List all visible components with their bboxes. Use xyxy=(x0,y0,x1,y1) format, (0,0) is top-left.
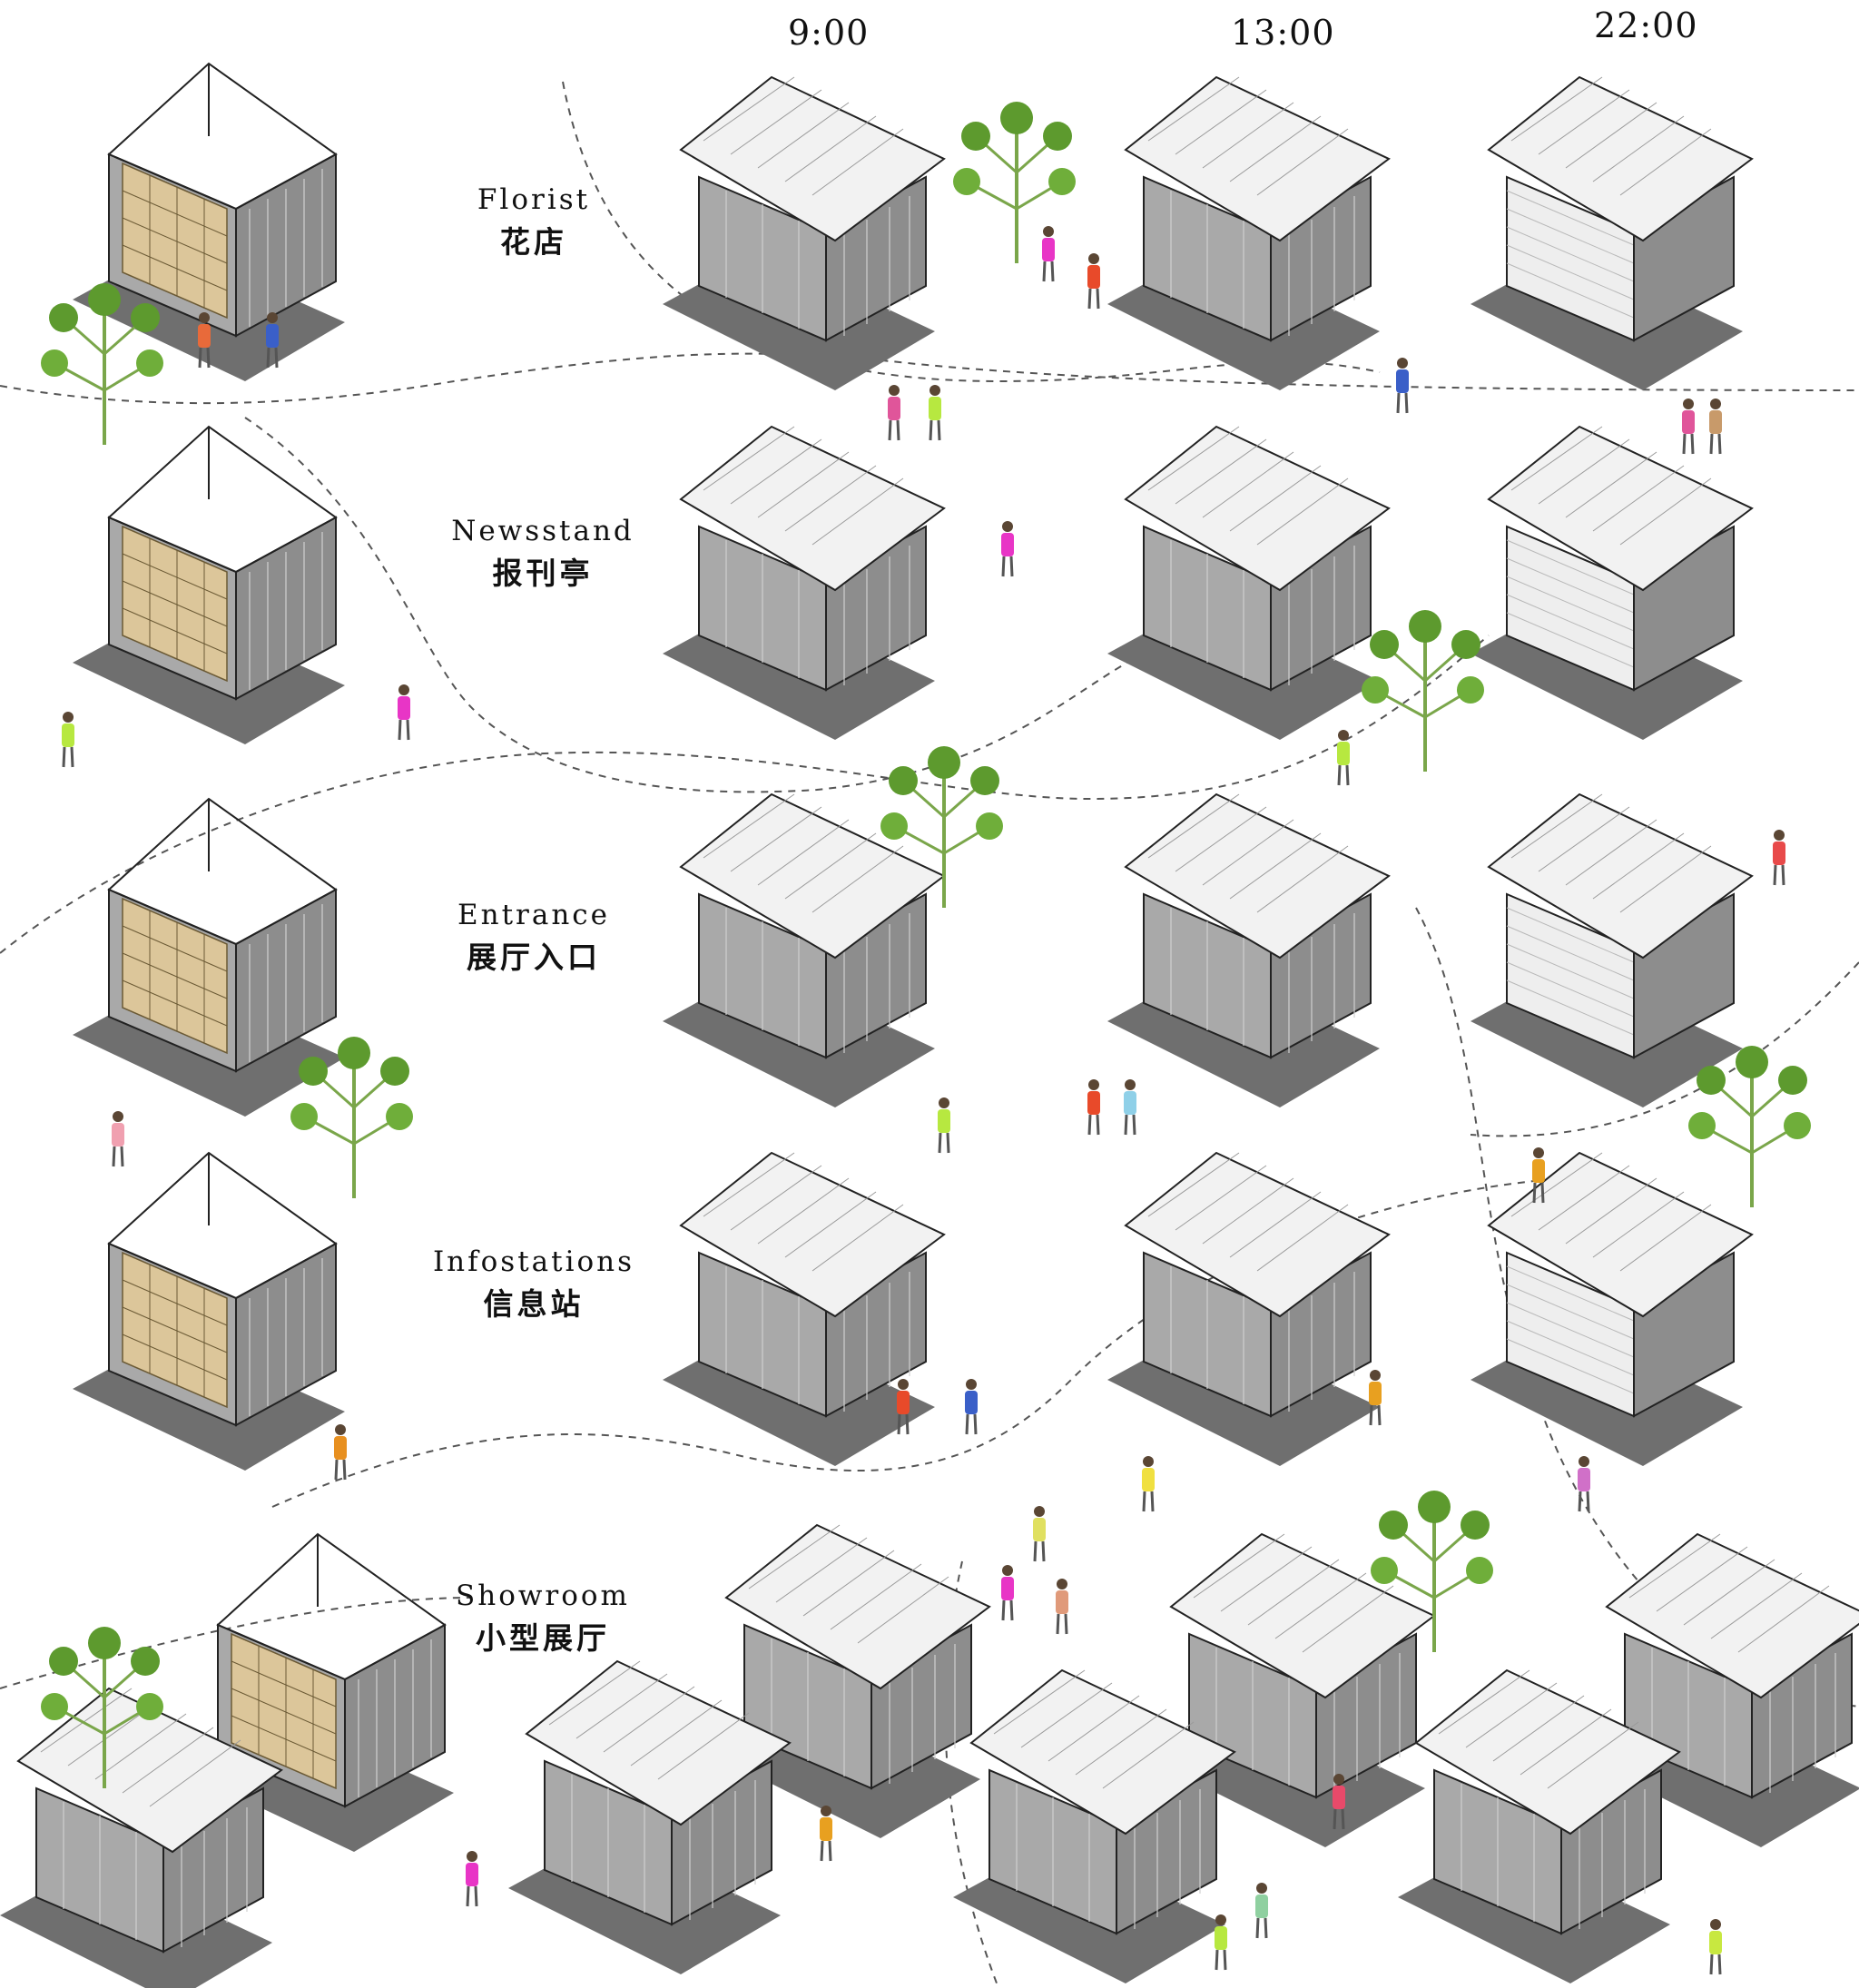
row-label-en: Florist xyxy=(477,183,591,216)
row-label-zh: 展厅入口 xyxy=(467,940,601,975)
row-label-en: Entrance xyxy=(457,899,611,931)
kiosk-showroom-2200 xyxy=(1397,1533,1859,1984)
time-header-1300: 13:00 xyxy=(1231,13,1335,53)
kiosk-infostation-0900 xyxy=(662,1152,945,1467)
flow-path xyxy=(0,1597,473,1689)
row-label-en: Newsstand xyxy=(451,515,634,547)
kiosk-showroom-1300 xyxy=(952,1533,1435,1984)
kiosk-entrance-1300 xyxy=(1107,793,1390,1108)
kiosk-infostation-open xyxy=(72,1152,346,1471)
kiosk-newsstand-0900 xyxy=(662,426,945,741)
kiosk-entrance-2200 xyxy=(1470,793,1753,1108)
row-label-zh: 小型展厅 xyxy=(476,1620,610,1656)
kiosk-newsstand-2200 xyxy=(1470,426,1753,741)
flow-path xyxy=(562,81,1381,383)
flow-path xyxy=(0,635,1490,954)
row-label-newsstand: Newsstand 报刊亭 xyxy=(425,515,661,593)
kiosk-infostation-1300 xyxy=(1107,1152,1390,1467)
time-header-2200: 22:00 xyxy=(1594,5,1698,45)
row-label-showroom: Showroom 小型展厅 xyxy=(425,1580,661,1658)
row-label-zh: 报刊亭 xyxy=(492,556,594,591)
kiosk-newsstand-1300 xyxy=(1107,426,1390,741)
row-label-en: Infostations xyxy=(432,1245,635,1278)
kiosk-florist-2200 xyxy=(1470,76,1753,391)
flow-path xyxy=(244,417,1145,793)
row-label-entrance: Entrance 展厅入口 xyxy=(416,899,652,977)
row-label-florist: Florist 花店 xyxy=(416,183,652,261)
row-label-zh: 信息站 xyxy=(483,1286,585,1322)
kiosk-florist-1300 xyxy=(1107,76,1390,391)
kiosk-entrance-0900 xyxy=(662,793,945,1108)
kiosk-florist-0900 xyxy=(662,76,945,391)
row-label-zh: 花店 xyxy=(500,224,567,260)
row-label-infostations: Infostations 信息站 xyxy=(416,1245,652,1324)
kiosk-infostation-2200 xyxy=(1470,1152,1753,1467)
flow-path xyxy=(1470,961,1859,1137)
time-header-0900: 9:00 xyxy=(788,13,870,53)
row-label-en: Showroom xyxy=(456,1580,630,1612)
kiosk-newsstand-open xyxy=(72,426,346,745)
